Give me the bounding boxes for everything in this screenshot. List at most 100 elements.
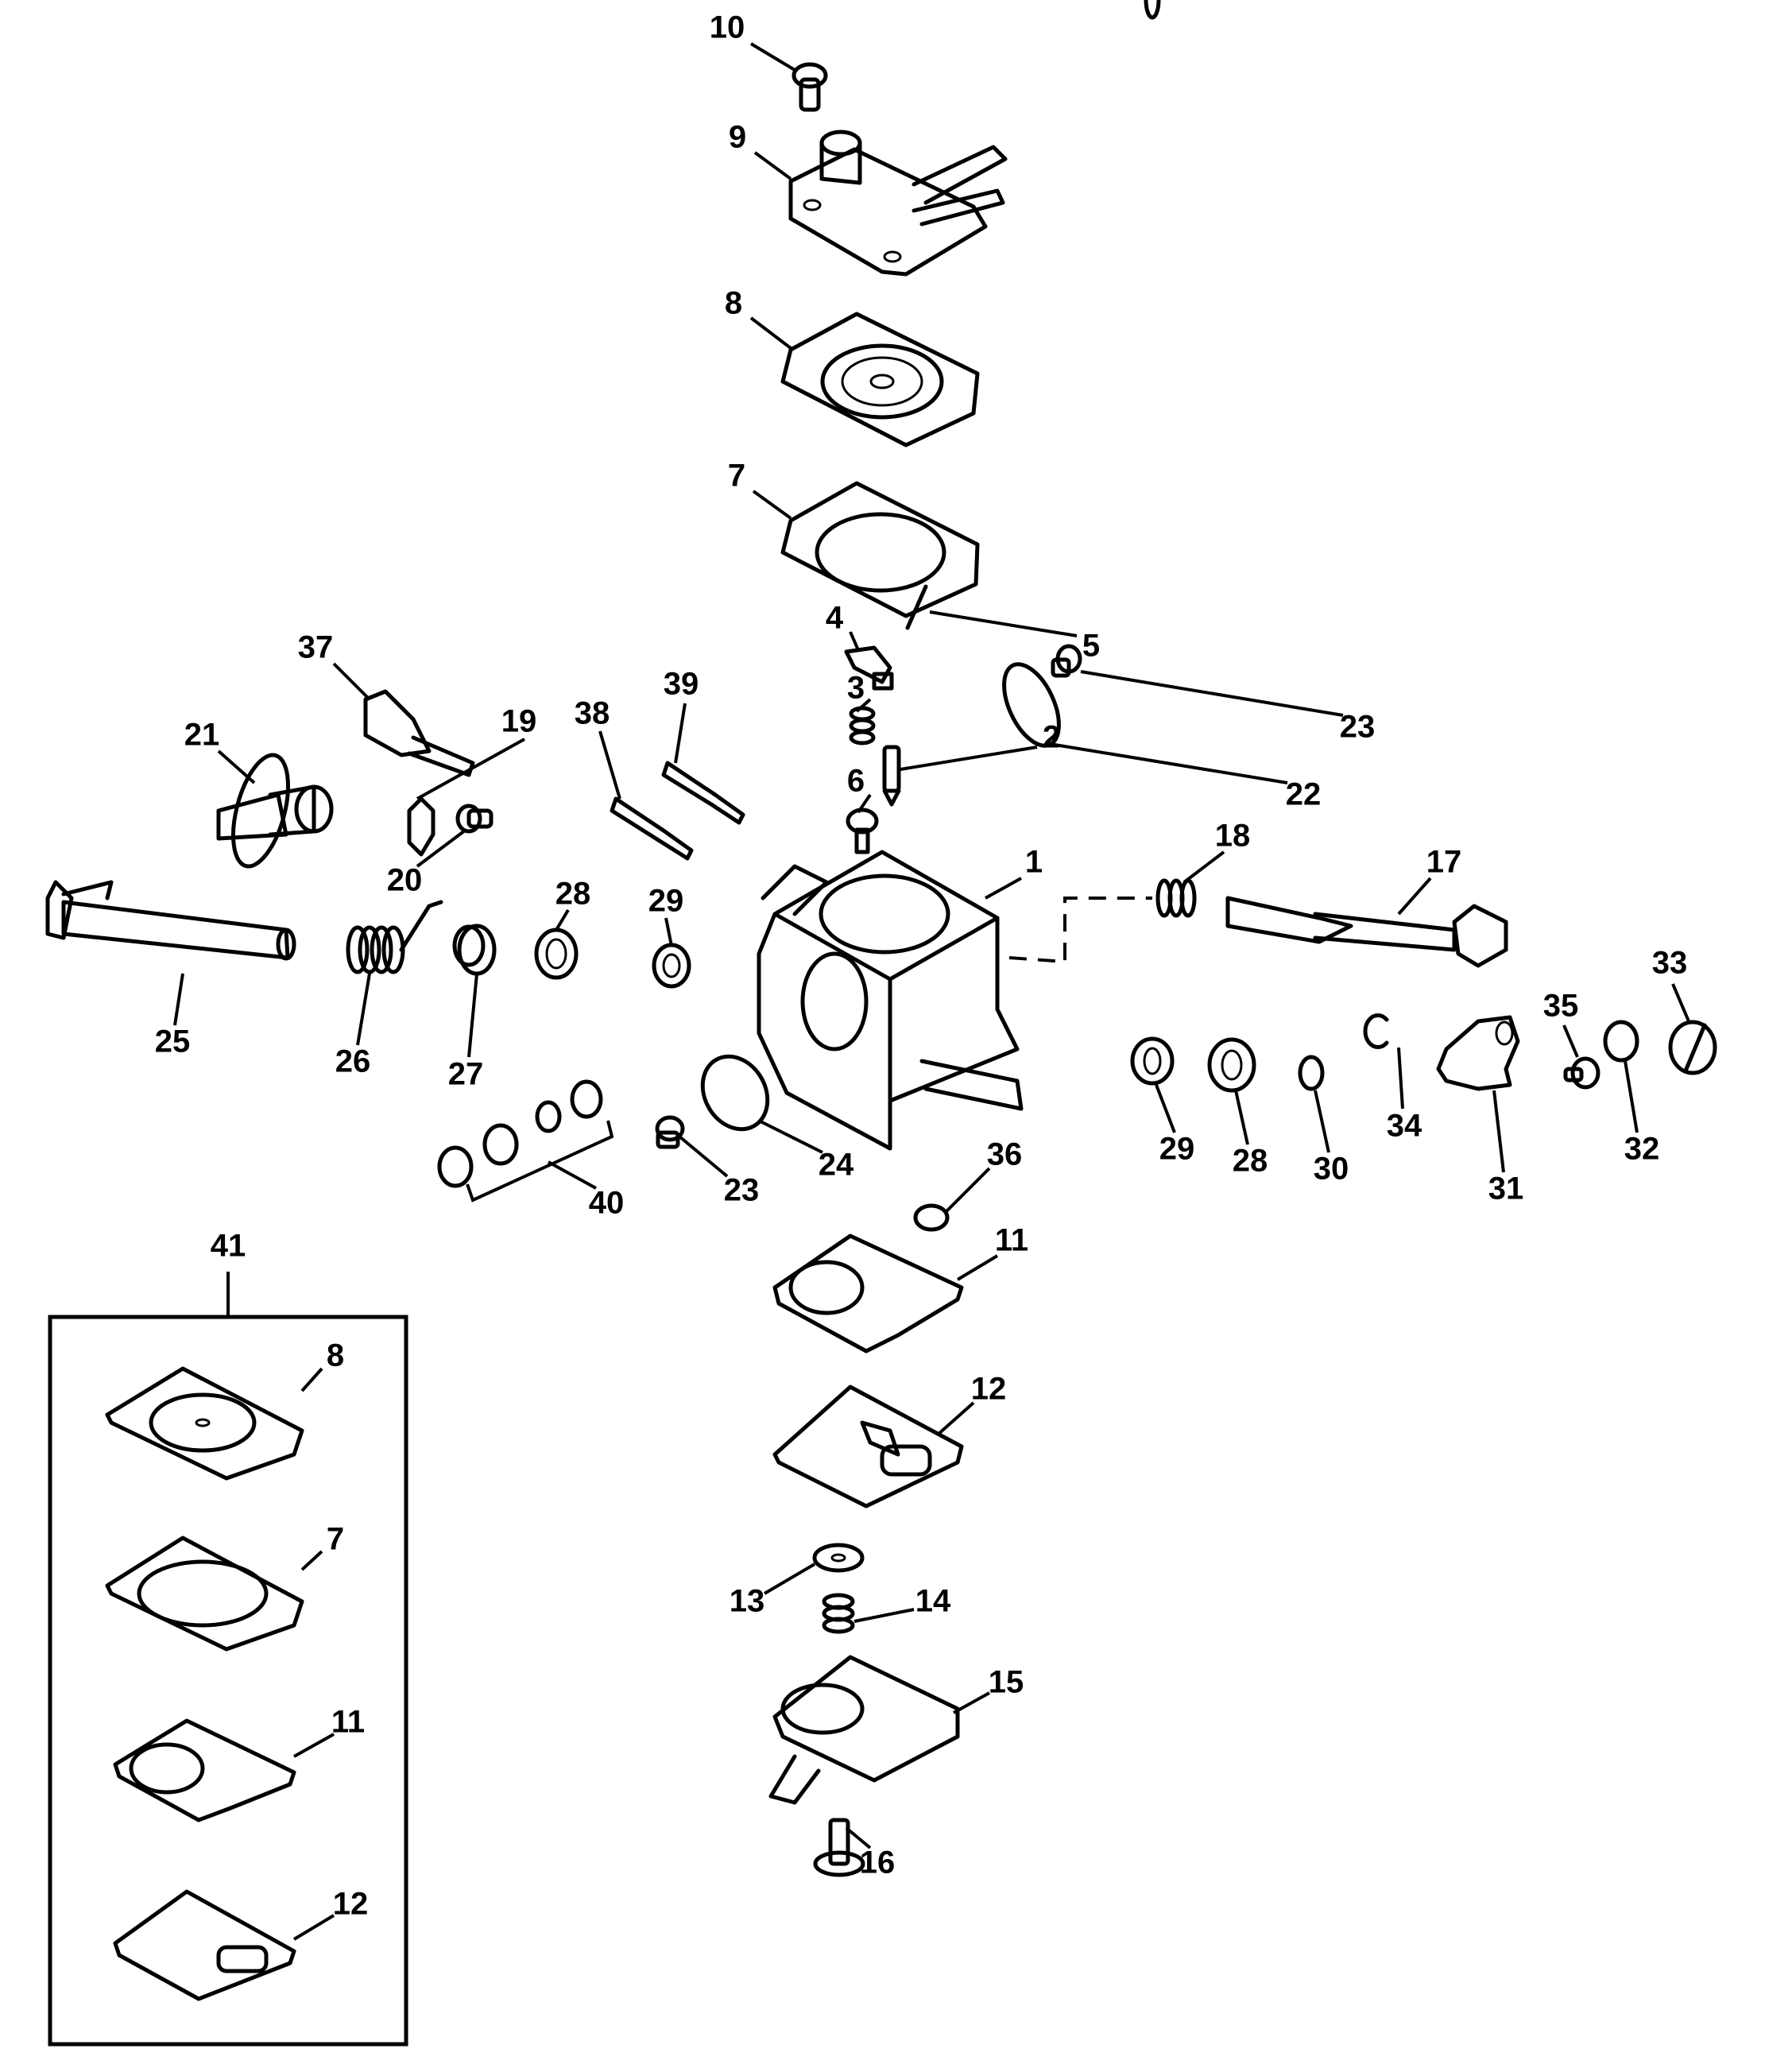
part-retainer-19[interactable] [407, 796, 435, 857]
part-spring-26[interactable] [346, 900, 443, 974]
callout-14-spring[interactable]: 14 [915, 1584, 951, 1619]
leader-line-c22 [1044, 742, 1288, 784]
callout-12-gasket[interactable]: 12 [971, 1372, 1007, 1407]
kit-parts [105, 1366, 304, 2001]
callout-11-metering-diaphragm[interactable]: 11 [995, 1223, 1028, 1258]
kit-part-diaphragm-11[interactable] [113, 1718, 296, 1822]
callout-2-inlet-needle[interactable]: 2 [1043, 720, 1060, 755]
part-metering-cover-15[interactable] [768, 1655, 960, 1805]
part-e-clip-34[interactable] [1363, 1013, 1389, 1049]
callout-6-screw[interactable]: 6 [847, 764, 865, 799]
part-pump-cover-9[interactable] [788, 130, 1008, 277]
callout-33-cap[interactable]: 33 [1652, 946, 1688, 981]
callout-23-screw[interactable]: 23 [724, 1173, 760, 1208]
part-choke-knob-21[interactable] [216, 749, 334, 873]
callout-39-high-speed-screw[interactable]: 39 [664, 667, 699, 702]
kit-part-gasket-7[interactable] [105, 1536, 304, 1652]
callout-20-screw[interactable]: 20 [387, 863, 423, 898]
leader-line-c6 [857, 793, 872, 814]
callout-10-screw[interactable]: 10 [710, 10, 745, 45]
part-inlet-needle-2[interactable] [882, 745, 901, 807]
callout-1-carburetor-body[interactable]: 1 [1025, 845, 1043, 880]
callout-37-limiter-cap[interactable]: 37 [298, 630, 334, 665]
callout-23-screw[interactable]: 23 [1340, 710, 1376, 745]
callout-12-kit-gasket[interactable]: 12 [333, 1887, 369, 1922]
callout-34-e-clip[interactable]: 34 [1387, 1109, 1422, 1144]
part-pump-diaphragm-8[interactable] [780, 312, 980, 447]
part-cap-33[interactable] [1668, 1020, 1717, 1075]
part-idle-set-40[interactable] [437, 1079, 614, 1203]
part-welch-plug-36[interactable] [913, 1203, 950, 1232]
part-carburetor-body-1[interactable] [757, 850, 1024, 1151]
part-screw-16[interactable] [813, 1818, 865, 1877]
part-screw-10[interactable] [792, 62, 828, 112]
callout-31-lever[interactable]: 31 [1488, 1172, 1524, 1206]
leader-line-k7 [300, 1550, 323, 1571]
part-washer-13[interactable] [812, 1543, 865, 1573]
callout-8-kit-pump-diaphragm[interactable]: 8 [327, 1338, 344, 1373]
part-high-speed-screw-39[interactable] [661, 761, 745, 825]
callout-9-pump-cover[interactable]: 9 [729, 120, 746, 155]
part-lever-31[interactable] [1436, 1015, 1520, 1091]
part-screw-23-bottom[interactable] [655, 1115, 685, 1149]
part-gasket-12[interactable] [772, 1385, 964, 1508]
callout-36-welch-plug[interactable]: 36 [987, 1137, 1023, 1172]
callout-27-cap[interactable]: 27 [448, 1057, 484, 1092]
part-bushing-28-left[interactable] [534, 928, 579, 980]
part-metering-diaphragm-11[interactable] [772, 1234, 964, 1354]
part-throttle-plate-24[interactable] [690, 1044, 780, 1141]
callout-28-bushing[interactable]: 28 [555, 877, 591, 912]
callout-19-retainer[interactable]: 19 [501, 704, 537, 739]
part-screw-20[interactable] [455, 804, 494, 834]
callout-35-screw[interactable]: 35 [1543, 989, 1579, 1024]
part-ring-30[interactable] [1298, 1055, 1325, 1091]
part-seal-29-right[interactable] [1130, 1036, 1175, 1086]
callout-29-seal[interactable]: 29 [648, 884, 684, 919]
callout-17-throttle-shaft[interactable]: 17 [1426, 845, 1462, 880]
part-washer-32[interactable] [1603, 1020, 1639, 1063]
callout-30-ring[interactable]: 30 [1314, 1152, 1349, 1187]
callout-24-throttle-plate[interactable]: 24 [819, 1148, 854, 1183]
kit-part-gasket-12[interactable] [113, 1889, 296, 2001]
part-inlet-lever-4[interactable] [844, 645, 894, 691]
callout-4-inlet-control-lever[interactable]: 4 [826, 601, 844, 636]
part-screw-6[interactable] [846, 807, 879, 854]
callout-15-metering-cover[interactable]: 15 [989, 1665, 1024, 1700]
part-limiter-cap-37[interactable] [363, 689, 475, 777]
part-choke-shaft-25[interactable] [45, 880, 296, 961]
part-spring-14[interactable] [822, 1593, 855, 1634]
part-torsion-spring-18[interactable] [1144, 0, 1197, 918]
kit-part-diaphragm-8[interactable] [105, 1366, 304, 1481]
callout-3-spring[interactable]: 3 [847, 671, 865, 706]
callout-16-screw[interactable]: 16 [860, 1845, 896, 1880]
callout-5-pin[interactable]: 5 [1082, 629, 1100, 664]
part-seal-29-left[interactable] [652, 943, 691, 989]
part-bushing-28-right[interactable] [1207, 1037, 1256, 1093]
callout-7-kit-gasket[interactable]: 7 [327, 1522, 344, 1557]
callout-41-repair-kit[interactable]: 41 [211, 1229, 246, 1264]
part-pin-5[interactable] [905, 584, 928, 630]
part-cap-27[interactable] [452, 924, 497, 976]
part-throttle-shaft-17[interactable] [1225, 896, 1508, 968]
callout-28-bushing[interactable]: 28 [1233, 1144, 1268, 1179]
callout-18-torsion-spring[interactable]: 18 [1215, 819, 1251, 854]
part-low-speed-screw-38[interactable] [610, 796, 694, 861]
leader-line-c12 [936, 1401, 975, 1436]
callout-8-pump-diaphragm[interactable]: 8 [725, 286, 742, 321]
callout-38-low-speed-screw[interactable]: 38 [575, 696, 610, 731]
callout-21-choke-knob[interactable]: 21 [184, 718, 220, 753]
callout-26-spring[interactable]: 26 [335, 1044, 371, 1079]
callout-29-seal[interactable]: 29 [1159, 1132, 1195, 1167]
callout-13-washer[interactable]: 13 [730, 1584, 765, 1619]
callout-40-idle-screw-set[interactable]: 40 [589, 1186, 625, 1221]
leader-line-c32 [1624, 1060, 1639, 1133]
part-spring-3[interactable] [849, 706, 876, 746]
callout-32-washer[interactable]: 32 [1624, 1132, 1660, 1167]
callout-22-choke-plate[interactable]: 22 [1286, 777, 1322, 812]
part-screw-35[interactable] [1563, 1056, 1600, 1090]
part-gasket-7[interactable] [780, 481, 980, 618]
callout-11-kit-metering-diaphragm[interactable]: 11 [331, 1705, 365, 1740]
callout-25-choke-shaft[interactable]: 25 [155, 1024, 191, 1059]
part-screw-23-top[interactable] [1051, 644, 1082, 678]
callout-7-gasket[interactable]: 7 [728, 459, 745, 494]
